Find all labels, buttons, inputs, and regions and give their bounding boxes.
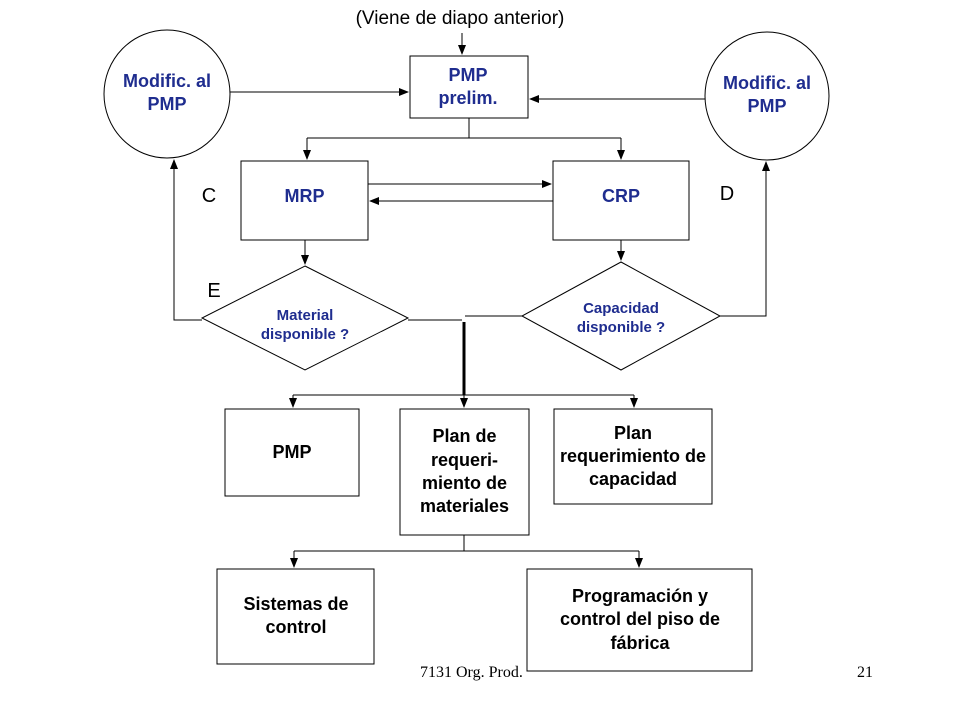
material-decision-diamond	[200, 265, 410, 371]
sistemas-control-label: Sistemas de control	[243, 593, 349, 637]
pmp-box	[224, 408, 360, 497]
plan-capacidad-label: Plan requerimiento de capacidad	[559, 422, 707, 490]
header-note: (Viene de diapo anterior)	[355, 7, 565, 29]
programacion-box	[526, 568, 753, 672]
arrow-material-no-to-modific-left	[170, 159, 202, 321]
programacion-label: Programación y control del piso de fábri…	[559, 586, 720, 653]
sistemas-control-box	[216, 568, 375, 665]
modific-right-ellipse	[704, 31, 830, 161]
footer-page-number: 21	[857, 664, 873, 681]
marker-e: E	[207, 280, 221, 303]
capacidad-decision-diamond	[520, 261, 722, 371]
marker-d: D	[719, 183, 735, 206]
marker-c: C	[201, 185, 217, 208]
footer-course: 7131 Org. Prod.	[420, 664, 523, 681]
plan-capacidad-box	[553, 408, 713, 505]
plan-materiales-label: Plan de requeri- miento de materiales	[419, 426, 510, 517]
material-decision-label: Material disponible ?	[260, 306, 350, 343]
pmp-prelim-label: PMP prelim.	[438, 64, 498, 108]
pmp-label: PMP	[272, 441, 312, 462]
capacidad-decision-label: Capacidad disponible ?	[576, 299, 666, 336]
arrow-capacidad-no-to-modific-right	[720, 161, 770, 317]
modific-left-ellipse	[103, 29, 231, 159]
mrp-label: MRP	[284, 186, 325, 207]
modific-left-label: Modific. al PMP	[122, 70, 211, 114]
modific-right-label: Modific. al PMP	[722, 72, 811, 116]
crp-label: CRP	[601, 186, 640, 207]
